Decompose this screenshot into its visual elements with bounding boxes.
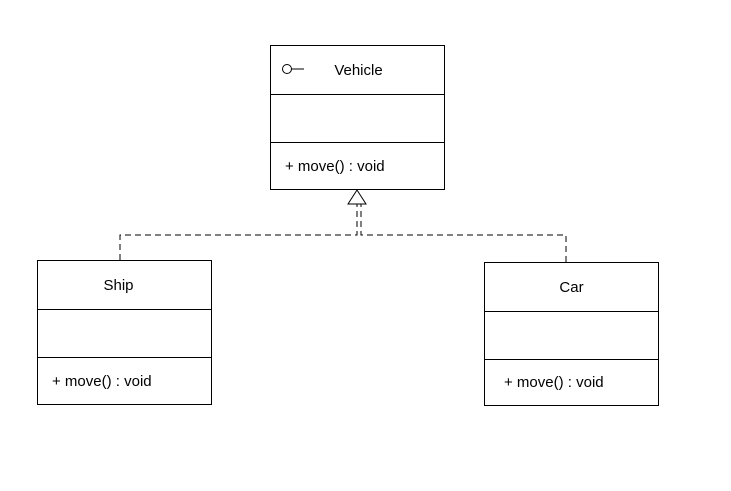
class-ship[interactable]: Ship + move() : void bbox=[37, 260, 212, 405]
class-vehicle-attributes bbox=[271, 94, 444, 142]
class-ship-operations: + move() : void bbox=[38, 357, 211, 404]
class-vehicle-operations: + move() : void bbox=[271, 142, 444, 189]
class-ship-name: Ship bbox=[103, 276, 134, 294]
class-car-operation: + move() : void bbox=[504, 374, 604, 391]
class-vehicle-name-compartment: Vehicle bbox=[271, 46, 444, 94]
class-car[interactable]: Car + move() : void bbox=[484, 262, 659, 406]
class-car-operations: + move() : void bbox=[485, 359, 658, 405]
class-ship-operation: + move() : void bbox=[52, 372, 152, 390]
class-vehicle[interactable]: Vehicle + move() : void bbox=[270, 45, 445, 190]
class-car-name: Car bbox=[559, 278, 584, 296]
car-realization-line bbox=[360, 204, 567, 262]
interface-lollipop-icon bbox=[282, 64, 304, 74]
class-ship-attributes bbox=[38, 309, 211, 357]
ship-realization-line bbox=[119, 204, 358, 260]
class-car-attributes bbox=[485, 311, 658, 359]
class-car-name-compartment: Car bbox=[485, 263, 658, 311]
realization-arrowhead bbox=[347, 189, 367, 205]
class-vehicle-operation: + move() : void bbox=[285, 157, 385, 175]
class-vehicle-name: Vehicle bbox=[334, 61, 383, 79]
class-ship-name-compartment: Ship bbox=[38, 261, 211, 309]
